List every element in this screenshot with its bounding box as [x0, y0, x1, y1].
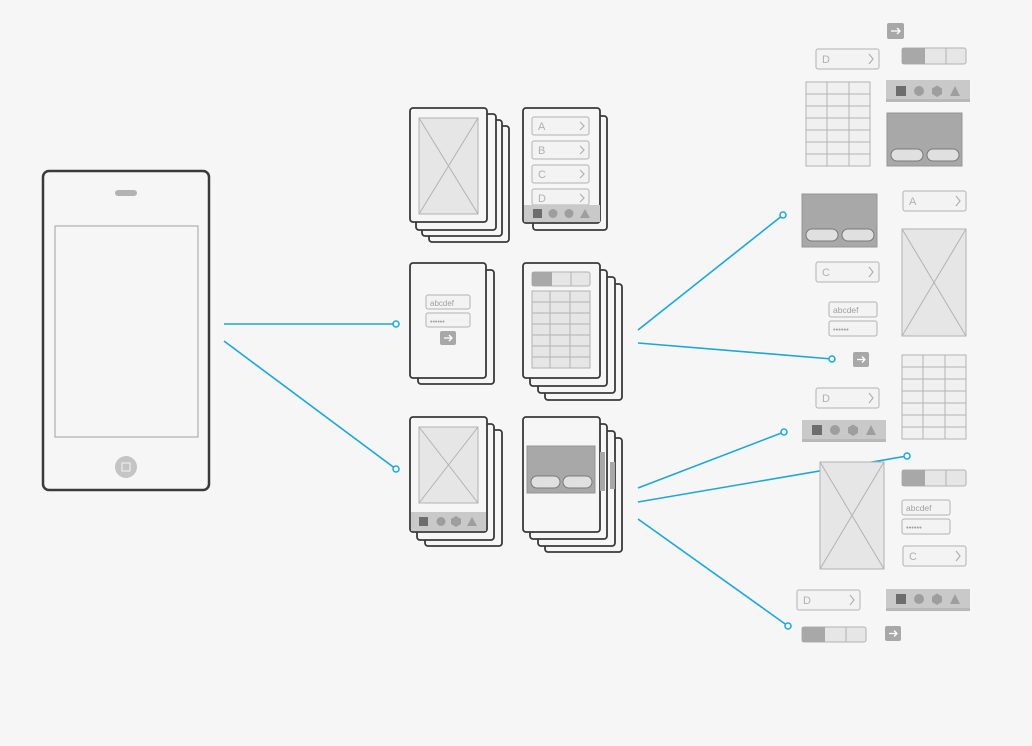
endpoint-dot	[780, 428, 788, 436]
placeholder-image-icon	[418, 426, 479, 504]
list-item-label: C	[538, 169, 546, 181]
arrow-right-icon	[853, 352, 869, 367]
list-item-label: D	[822, 54, 830, 66]
chevron-right-icon	[868, 392, 874, 404]
chevron-right-icon	[579, 193, 585, 203]
list-item-c: C	[815, 261, 880, 283]
login-form: abcdef ••••••	[828, 301, 878, 337]
popup-button-right	[926, 148, 960, 162]
list-item-d: D	[815, 387, 880, 409]
data-table	[531, 290, 591, 369]
endpoint-dot	[903, 452, 911, 460]
username-text: abcdef	[906, 503, 932, 513]
list-item-label: C	[822, 267, 830, 279]
placeholder-image-icon	[901, 228, 967, 337]
password-text: ••••••	[430, 319, 445, 326]
tab-bar-icons	[886, 80, 970, 102]
placeholder-image-icon	[819, 461, 885, 570]
segmented-control	[801, 626, 867, 643]
connector-table-to-arrow	[637, 342, 833, 360]
endpoint-dot	[392, 320, 400, 328]
phone-device	[41, 169, 211, 492]
chevron-right-icon	[955, 550, 961, 562]
connector-popup-to-bottom-segment	[637, 518, 789, 627]
list-item-b: B	[531, 140, 590, 160]
list-item-label: D	[538, 193, 546, 205]
username-text: abcdef	[833, 305, 859, 315]
endpoint-dot	[828, 355, 836, 363]
popup-button-right	[562, 475, 593, 489]
list-item-c: C	[531, 164, 590, 184]
data-table	[901, 354, 967, 440]
username-field	[901, 499, 951, 516]
phone-speaker	[115, 190, 137, 196]
endpoint-dot	[784, 622, 792, 630]
connector-popup-to-tabbar	[637, 431, 785, 489]
tab-bar-icons	[411, 512, 486, 531]
chevron-right-icon	[868, 53, 874, 65]
popup-dialog	[526, 445, 615, 494]
list-item-label: D	[803, 595, 811, 607]
list-item-d: D	[796, 589, 861, 611]
list-item-label: B	[538, 145, 545, 157]
popup-button-left	[890, 148, 924, 162]
username-text: abcdef	[430, 299, 455, 308]
list-item-d: D	[815, 48, 880, 70]
login-form: abcdef ••••••	[901, 499, 951, 535]
data-table	[805, 81, 871, 167]
list-item-a: A	[902, 190, 967, 212]
password-field	[425, 312, 471, 328]
list-item-d: D	[531, 188, 590, 206]
endpoint-dot	[779, 211, 787, 219]
arrow-right-icon	[887, 23, 904, 39]
list-item-a: A	[531, 116, 590, 136]
tab-bar-icons	[802, 420, 886, 442]
list-item-label: A	[909, 196, 917, 208]
popup-dialog	[801, 193, 878, 248]
popup-dialog	[886, 112, 963, 167]
tab-bar-icons	[886, 589, 970, 611]
segmented-control	[531, 271, 591, 287]
popup-button-left	[805, 228, 839, 242]
connectors	[223, 214, 908, 627]
chevron-right-icon	[849, 594, 855, 606]
list-item-c: C	[902, 545, 967, 567]
placeholder-image-icon	[418, 117, 479, 215]
chevron-right-icon	[868, 266, 874, 278]
chevron-right-icon	[579, 169, 585, 179]
username-field	[828, 301, 878, 318]
tab-bar-icons	[524, 205, 600, 222]
arrow-right-icon	[885, 626, 901, 641]
connector-endpoints	[392, 211, 911, 630]
phone-screen	[54, 225, 199, 438]
chevron-right-icon	[955, 195, 961, 207]
list-item-label: A	[538, 121, 546, 133]
login-form: abcdef ••••••	[425, 294, 471, 345]
list-menu: A B C D	[524, 116, 600, 222]
arrow-right-icon	[440, 331, 456, 345]
endpoint-dot	[392, 465, 400, 473]
chevron-right-icon	[579, 121, 585, 131]
list-item-label: D	[822, 393, 830, 405]
password-text: ••••••	[833, 325, 849, 334]
popup-button-left	[530, 475, 561, 489]
connector-table-to-popup	[637, 214, 784, 331]
segmented-control	[901, 469, 967, 487]
phone-home-icon	[115, 456, 137, 478]
chevron-right-icon	[579, 145, 585, 155]
password-field	[901, 518, 951, 535]
password-text: ••••••	[906, 523, 922, 532]
segmented-control	[901, 47, 967, 65]
connector-phone-to-tabimage	[223, 340, 397, 470]
popup-button-right	[841, 228, 875, 242]
username-field	[425, 294, 471, 310]
password-field	[828, 320, 878, 337]
list-item-label: C	[909, 551, 917, 563]
